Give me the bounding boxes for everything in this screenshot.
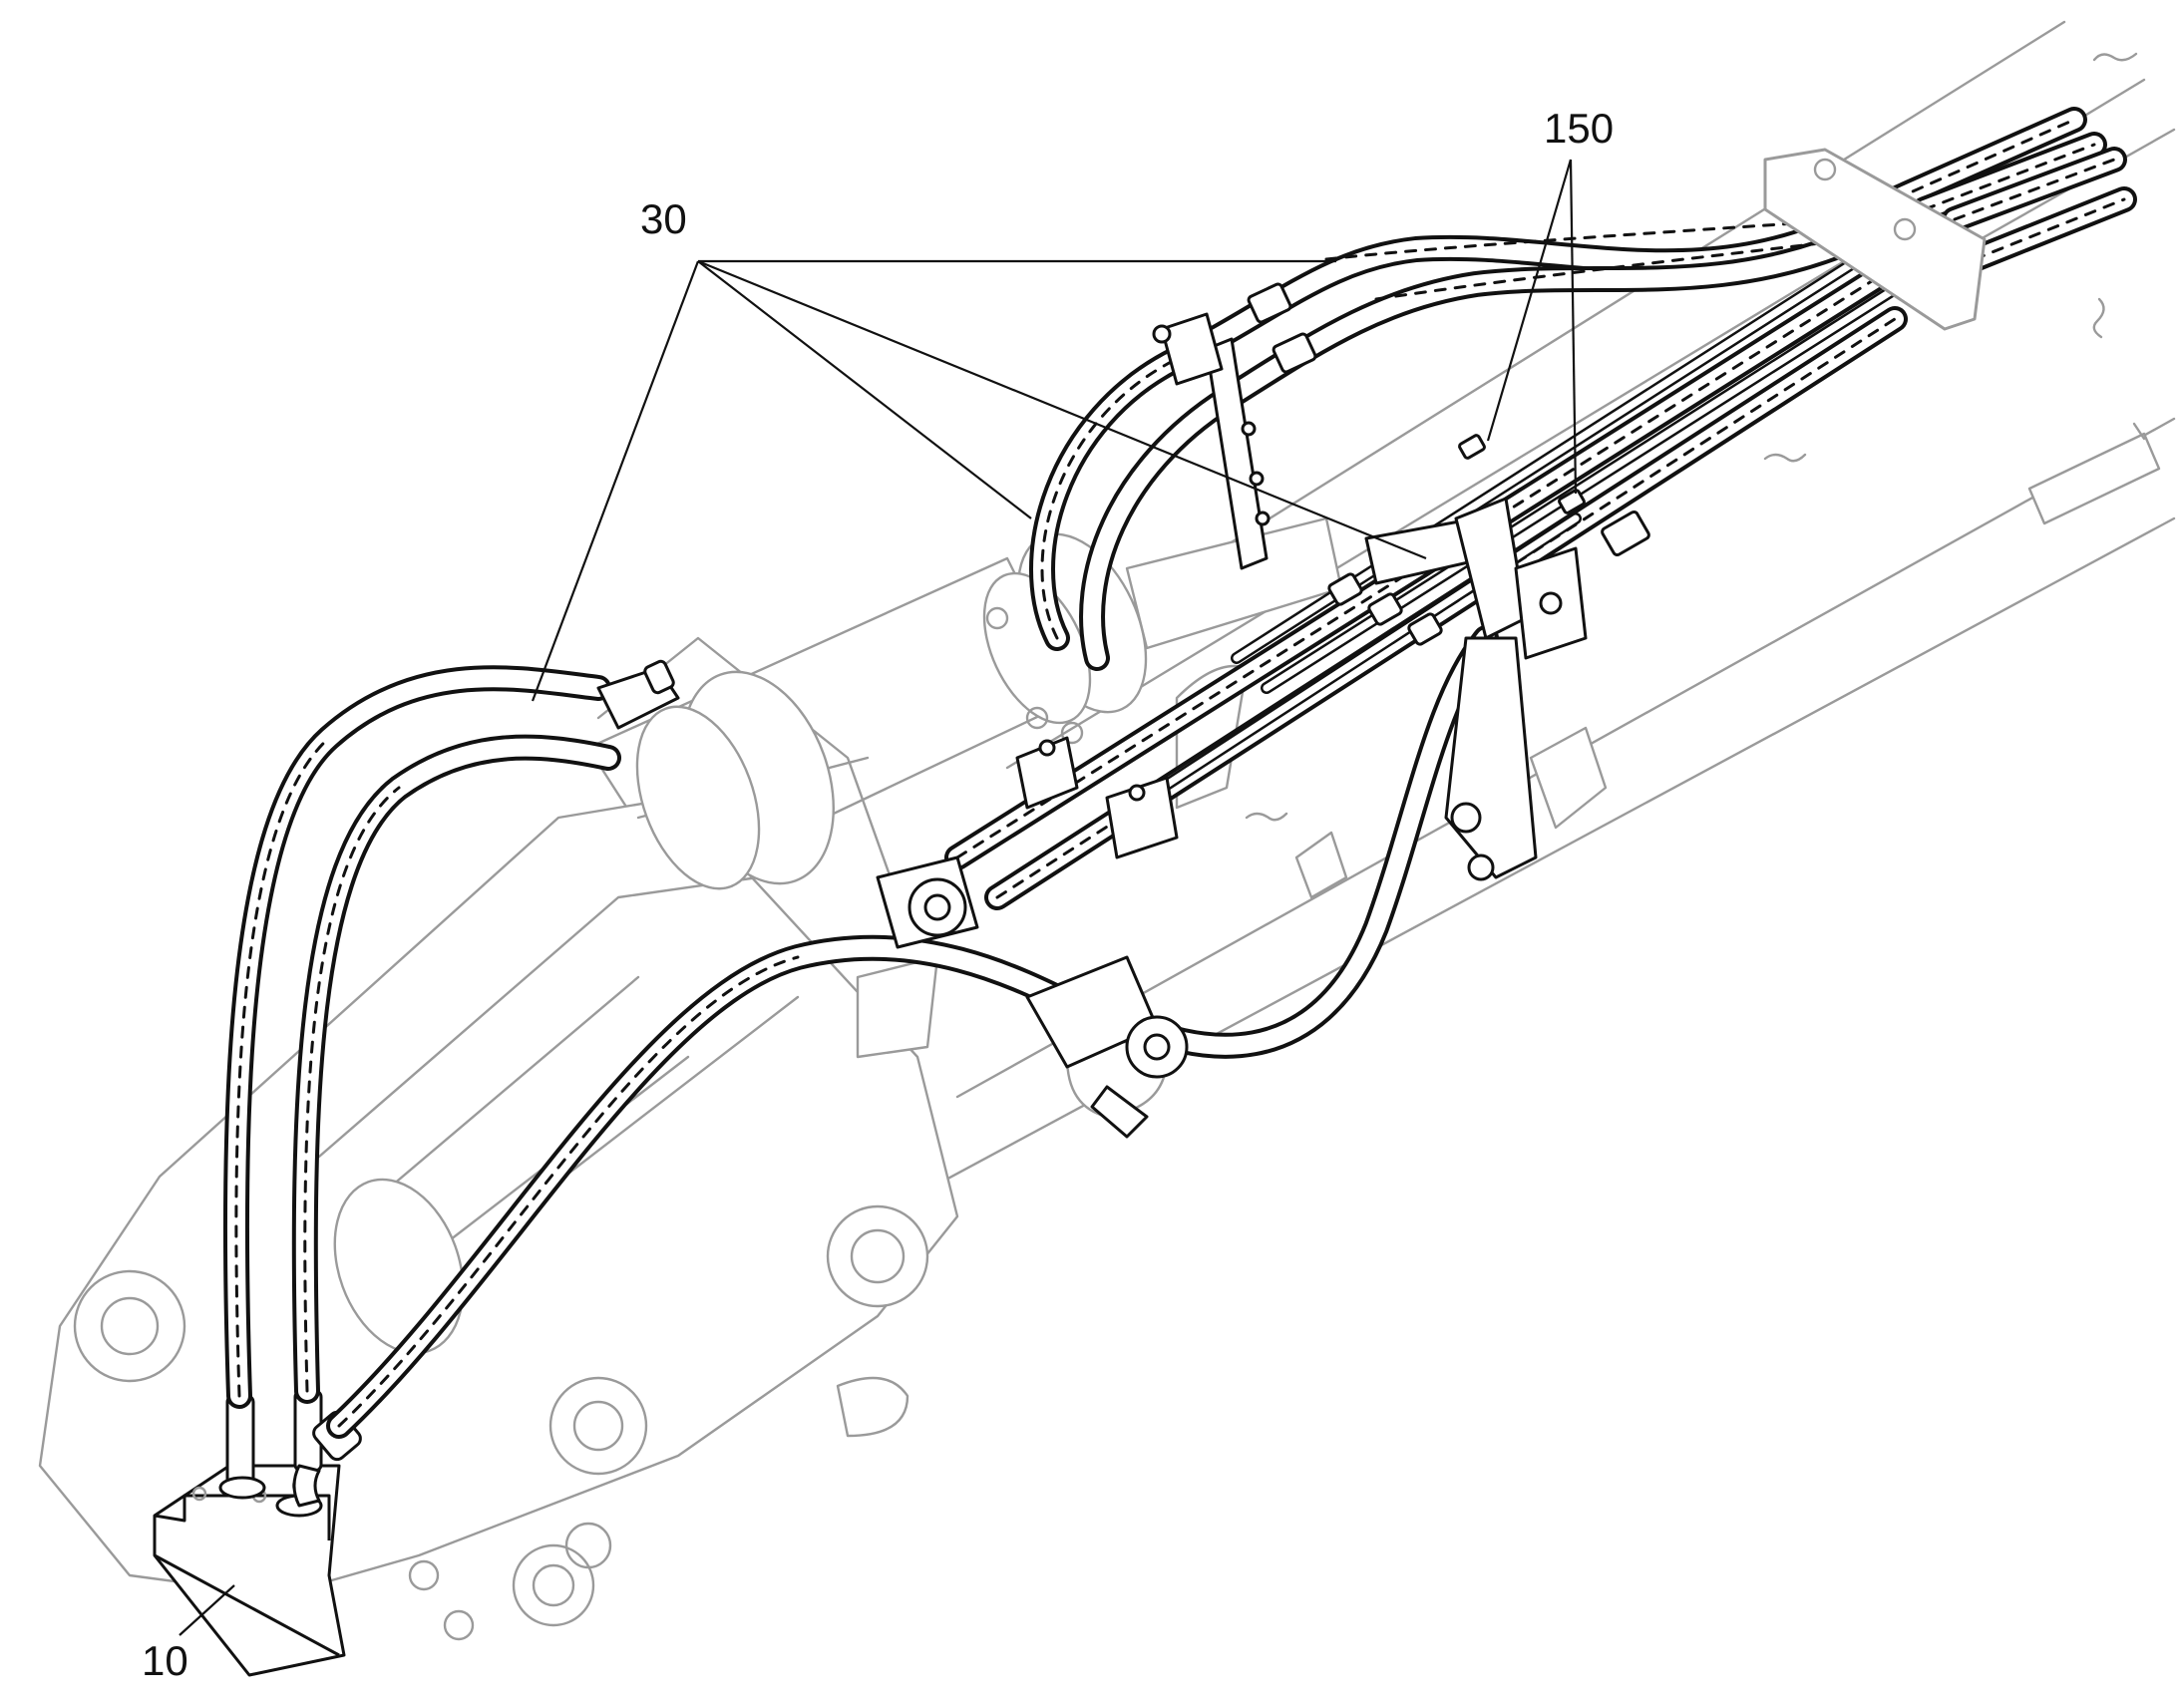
callout-labels: 10 30 150 bbox=[142, 105, 1614, 1684]
callout-150: 150 bbox=[1544, 105, 1614, 152]
hose-clamps bbox=[596, 148, 1987, 1139]
callout-30: 30 bbox=[640, 195, 687, 242]
callout-10: 10 bbox=[142, 1637, 188, 1684]
main-hose-bundle bbox=[222, 107, 2137, 1439]
quick-coupler-block bbox=[153, 1389, 362, 1677]
callout-leaders bbox=[179, 159, 1578, 1636]
